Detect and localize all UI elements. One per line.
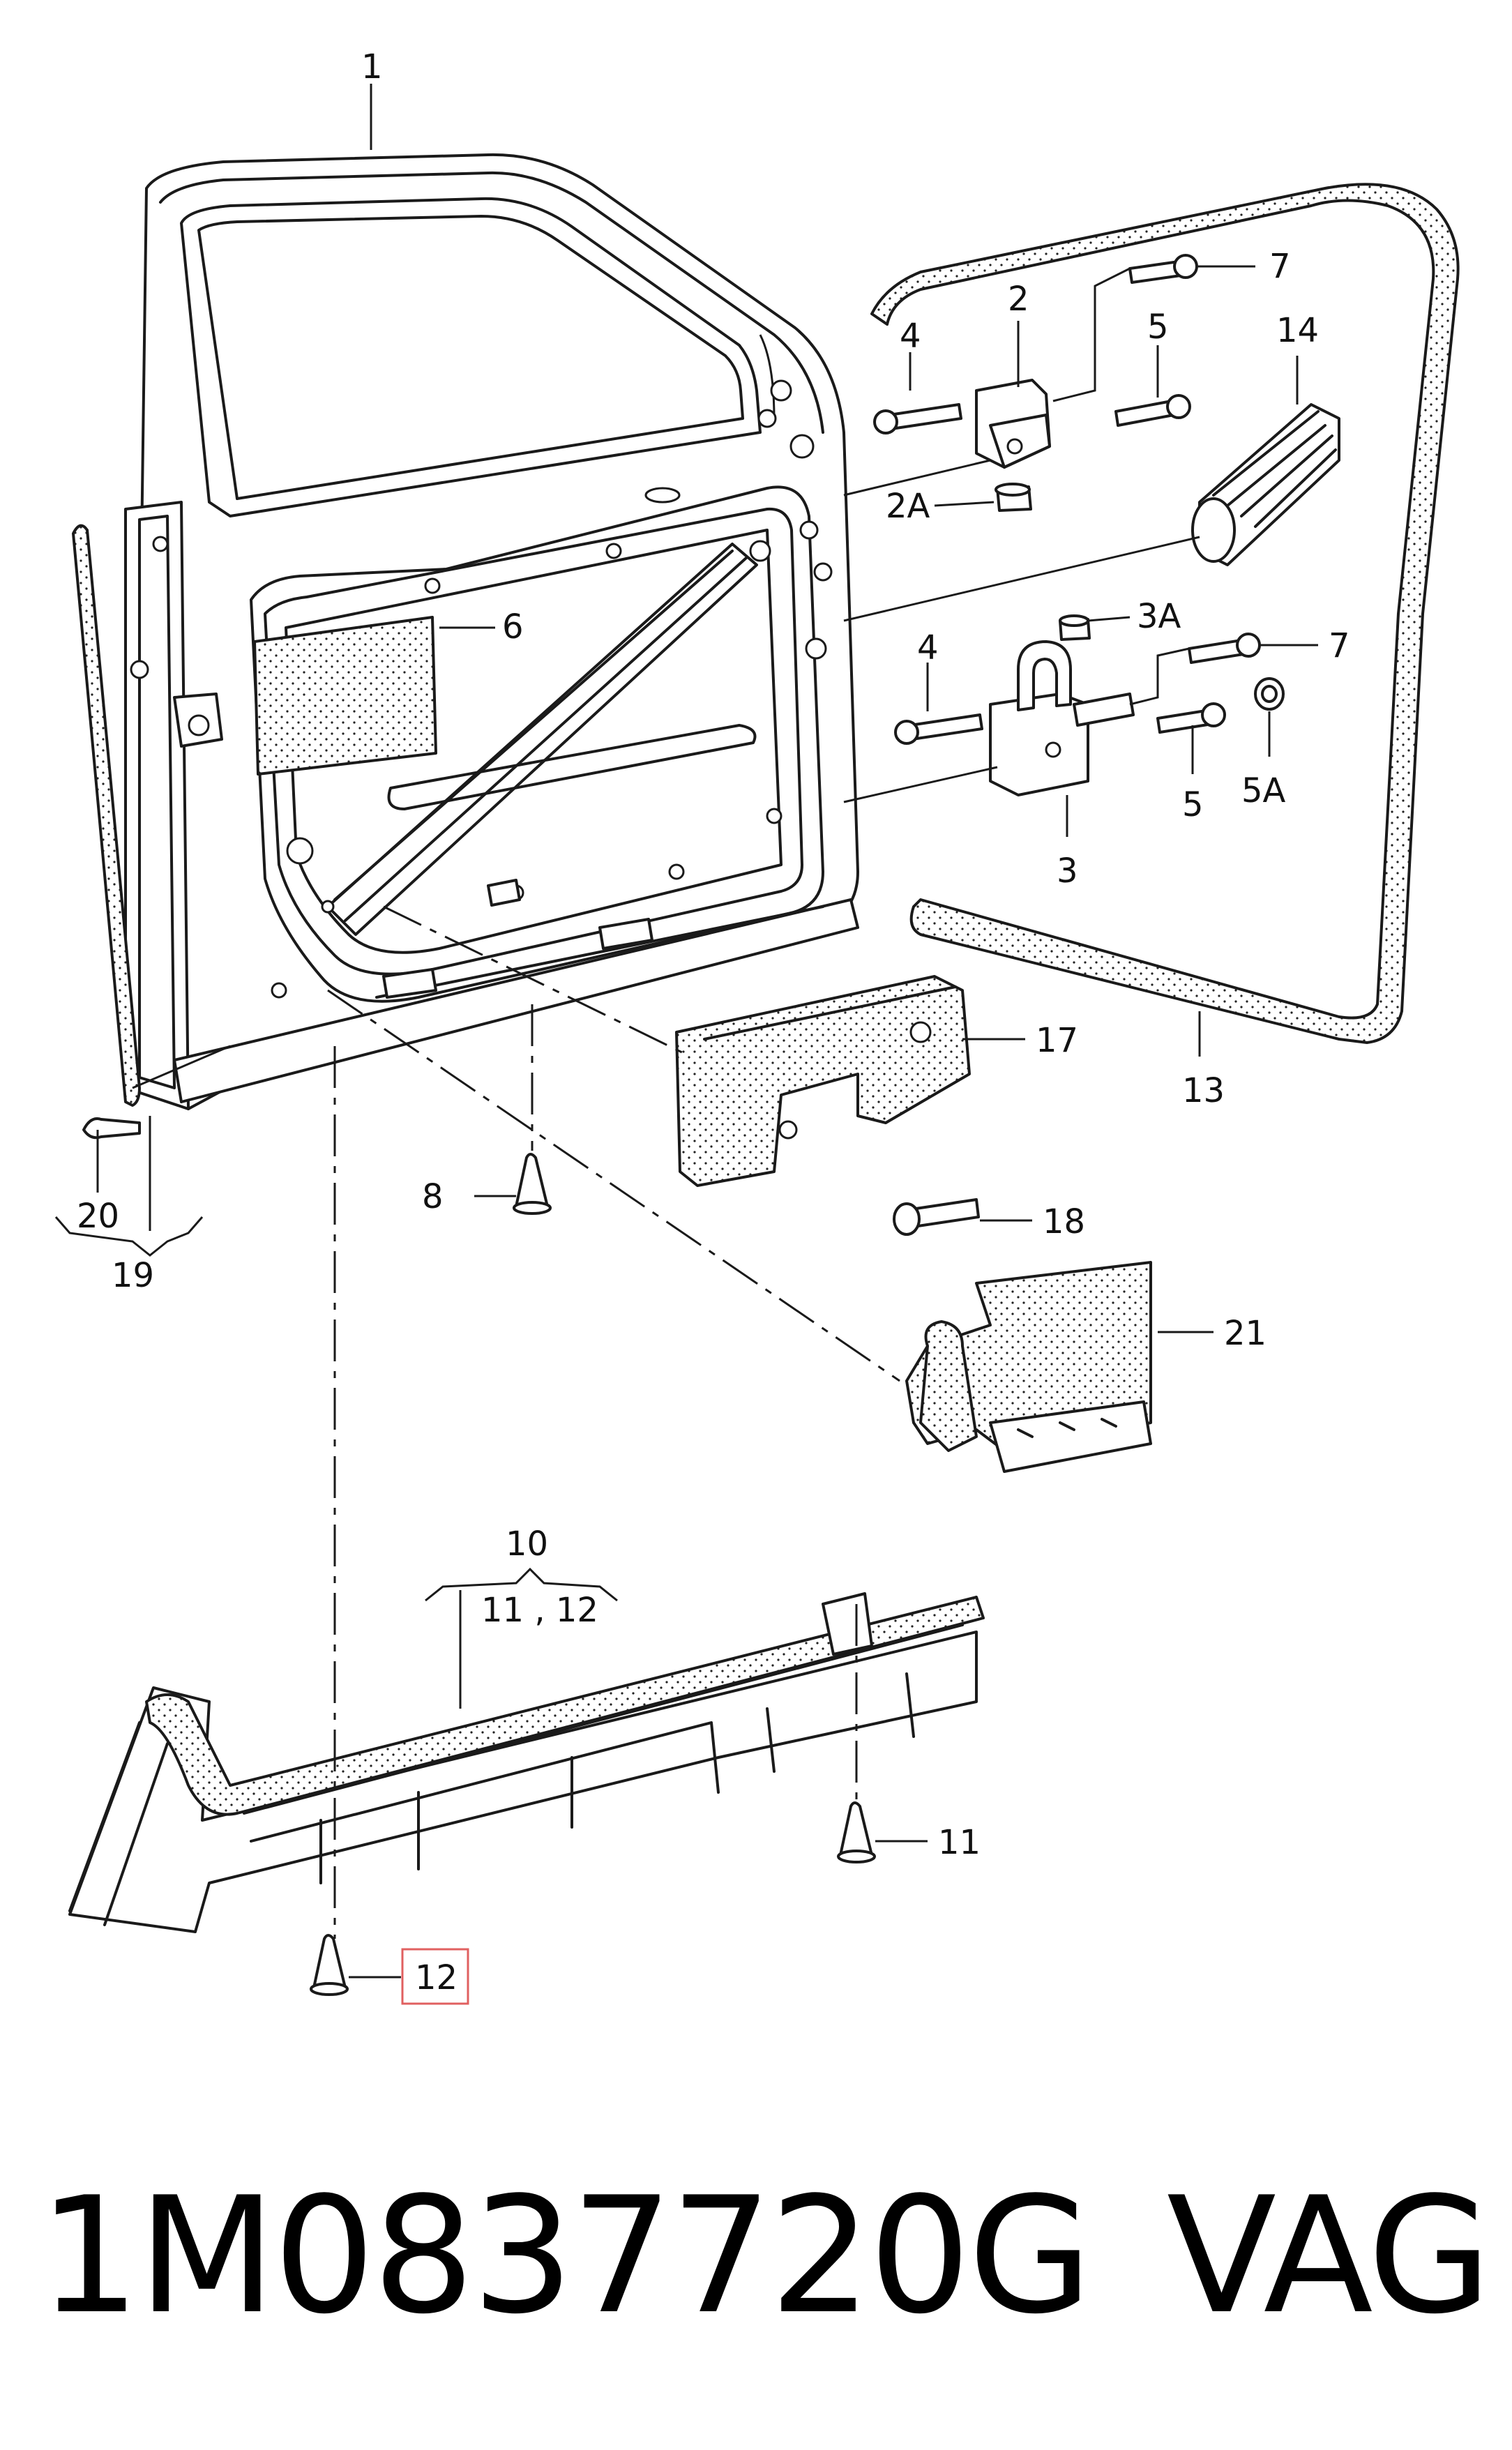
callout-19: 19 xyxy=(112,1256,154,1295)
bolt-7-lower xyxy=(1188,639,1245,664)
callout-8: 8 xyxy=(422,1177,444,1216)
insulator-21 xyxy=(905,1261,1152,1473)
weatherstrip-19 xyxy=(72,524,141,1107)
clip-11-icon xyxy=(837,1801,876,1863)
leader-lines xyxy=(54,84,1318,1979)
callout-4-lower: 4 xyxy=(917,628,939,667)
callout-labels: 1 2 7 4 5 14 2A 6 3A 4 7 5 5A 3 17 13 8 … xyxy=(77,47,1350,2005)
callout-21: 21 xyxy=(1224,1314,1267,1353)
callout-5-lower: 5 xyxy=(1182,785,1204,824)
clip-20-icon xyxy=(82,1117,141,1140)
bolt-7-upper xyxy=(1128,260,1182,284)
part-number-caption: 1M0837720G VAG xyxy=(38,2152,1492,2361)
brand-label: VAG xyxy=(1166,2163,1492,2350)
bellows-14 xyxy=(1191,403,1340,566)
callout-11-12: 11 , 12 xyxy=(481,1591,598,1630)
callout-4-upper: 4 xyxy=(900,317,921,356)
foam-pad-6 xyxy=(253,616,437,776)
highlight-box-12 xyxy=(401,1948,469,2005)
door-seal-13 xyxy=(870,183,1460,1044)
callout-10: 10 xyxy=(506,1525,548,1564)
lower-hinge-3 xyxy=(989,640,1135,796)
upper-hinge-2 xyxy=(975,379,1051,469)
callout-1: 1 xyxy=(361,47,383,86)
callout-5A: 5A xyxy=(1241,771,1286,810)
callout-3: 3 xyxy=(1057,852,1078,891)
callout-17: 17 xyxy=(1036,1021,1078,1060)
part-number: 1M0837720G xyxy=(38,2163,1092,2350)
callout-2: 2 xyxy=(1008,280,1029,319)
callout-2A: 2A xyxy=(886,487,930,526)
callout-13: 13 xyxy=(1182,1071,1225,1110)
callout-11: 11 xyxy=(938,1823,981,1862)
bolt-4-upper xyxy=(888,403,962,430)
callout-7-upper: 7 xyxy=(1269,247,1291,286)
callout-7-lower: 7 xyxy=(1329,626,1350,665)
callout-6: 6 xyxy=(502,607,524,646)
clip-8-icon xyxy=(513,1153,552,1215)
foam-block-17 xyxy=(675,975,971,1187)
callout-14: 14 xyxy=(1276,311,1319,350)
clip-12-icon xyxy=(310,1934,349,1996)
callout-20: 20 xyxy=(77,1197,119,1236)
door-shell xyxy=(124,153,859,1110)
sill-trim-10 xyxy=(68,1592,985,1933)
callout-5-upper: 5 xyxy=(1147,308,1169,347)
bolt-5-upper xyxy=(1114,400,1175,427)
callout-12: 12 xyxy=(415,1958,458,1997)
callout-3A: 3A xyxy=(1137,597,1181,636)
callout-18: 18 xyxy=(1043,1202,1085,1241)
bolt-4-lower xyxy=(909,713,983,741)
